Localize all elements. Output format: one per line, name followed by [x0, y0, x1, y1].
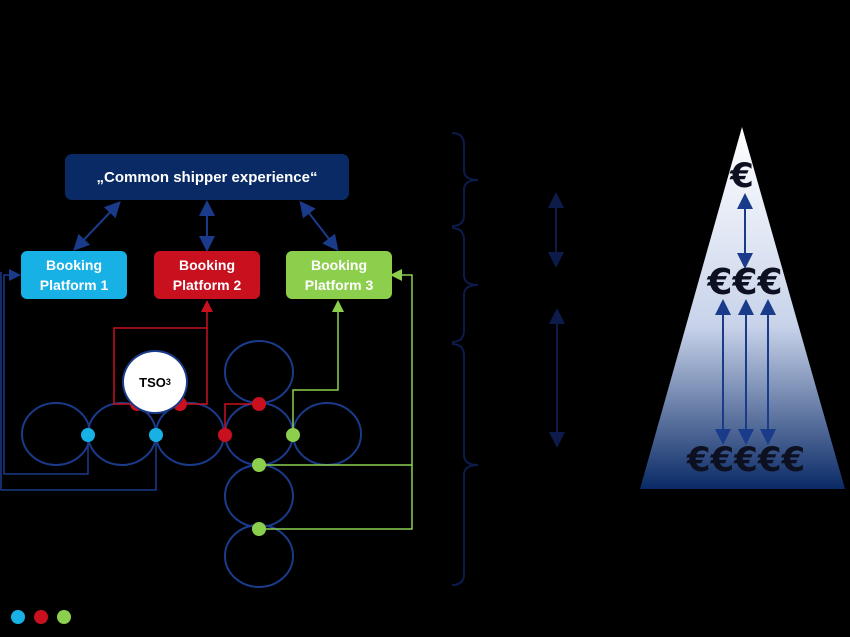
red-links — [113, 300, 259, 435]
tso-subscript: 3 — [165, 377, 171, 387]
tso-label: TSO — [139, 374, 166, 390]
booking-platform-2-line1: Booking — [179, 257, 235, 273]
legend-dot-blue — [11, 610, 25, 624]
top-to-platform-arrows — [73, 200, 339, 252]
top-box-label: „Common shipper experience“ — [96, 168, 318, 186]
booking-platform-2-line2: Platform 2 — [172, 277, 242, 293]
pyramid-level-5: €€€€€ — [686, 440, 806, 480]
legend-dot-green — [57, 610, 71, 624]
network-zones — [21, 340, 362, 588]
brace-arrows — [548, 192, 565, 448]
legend-dot-red — [34, 610, 48, 624]
common-shipper-experience-box: „Common shipper experience“ — [65, 154, 349, 200]
booking-platform-1-line1: Booking — [46, 257, 102, 273]
booking-platform-2: Booking Platform 2 — [154, 251, 260, 299]
booking-platform-1: Booking Platform 1 — [21, 251, 127, 299]
booking-platform-3-line1: Booking — [311, 257, 367, 273]
pyramid-arrows — [715, 193, 776, 445]
pyramid-level-1: € — [730, 156, 754, 196]
blue-links — [0, 269, 157, 491]
booking-platform-1-line2: Platform 1 — [39, 277, 109, 293]
booking-platform-3: Booking Platform 3 — [286, 251, 392, 299]
level-braces — [451, 132, 479, 586]
pyramid-level-3: €€€ — [707, 262, 783, 303]
green-links — [259, 269, 413, 530]
booking-platform-3-line2: Platform 3 — [304, 277, 374, 293]
